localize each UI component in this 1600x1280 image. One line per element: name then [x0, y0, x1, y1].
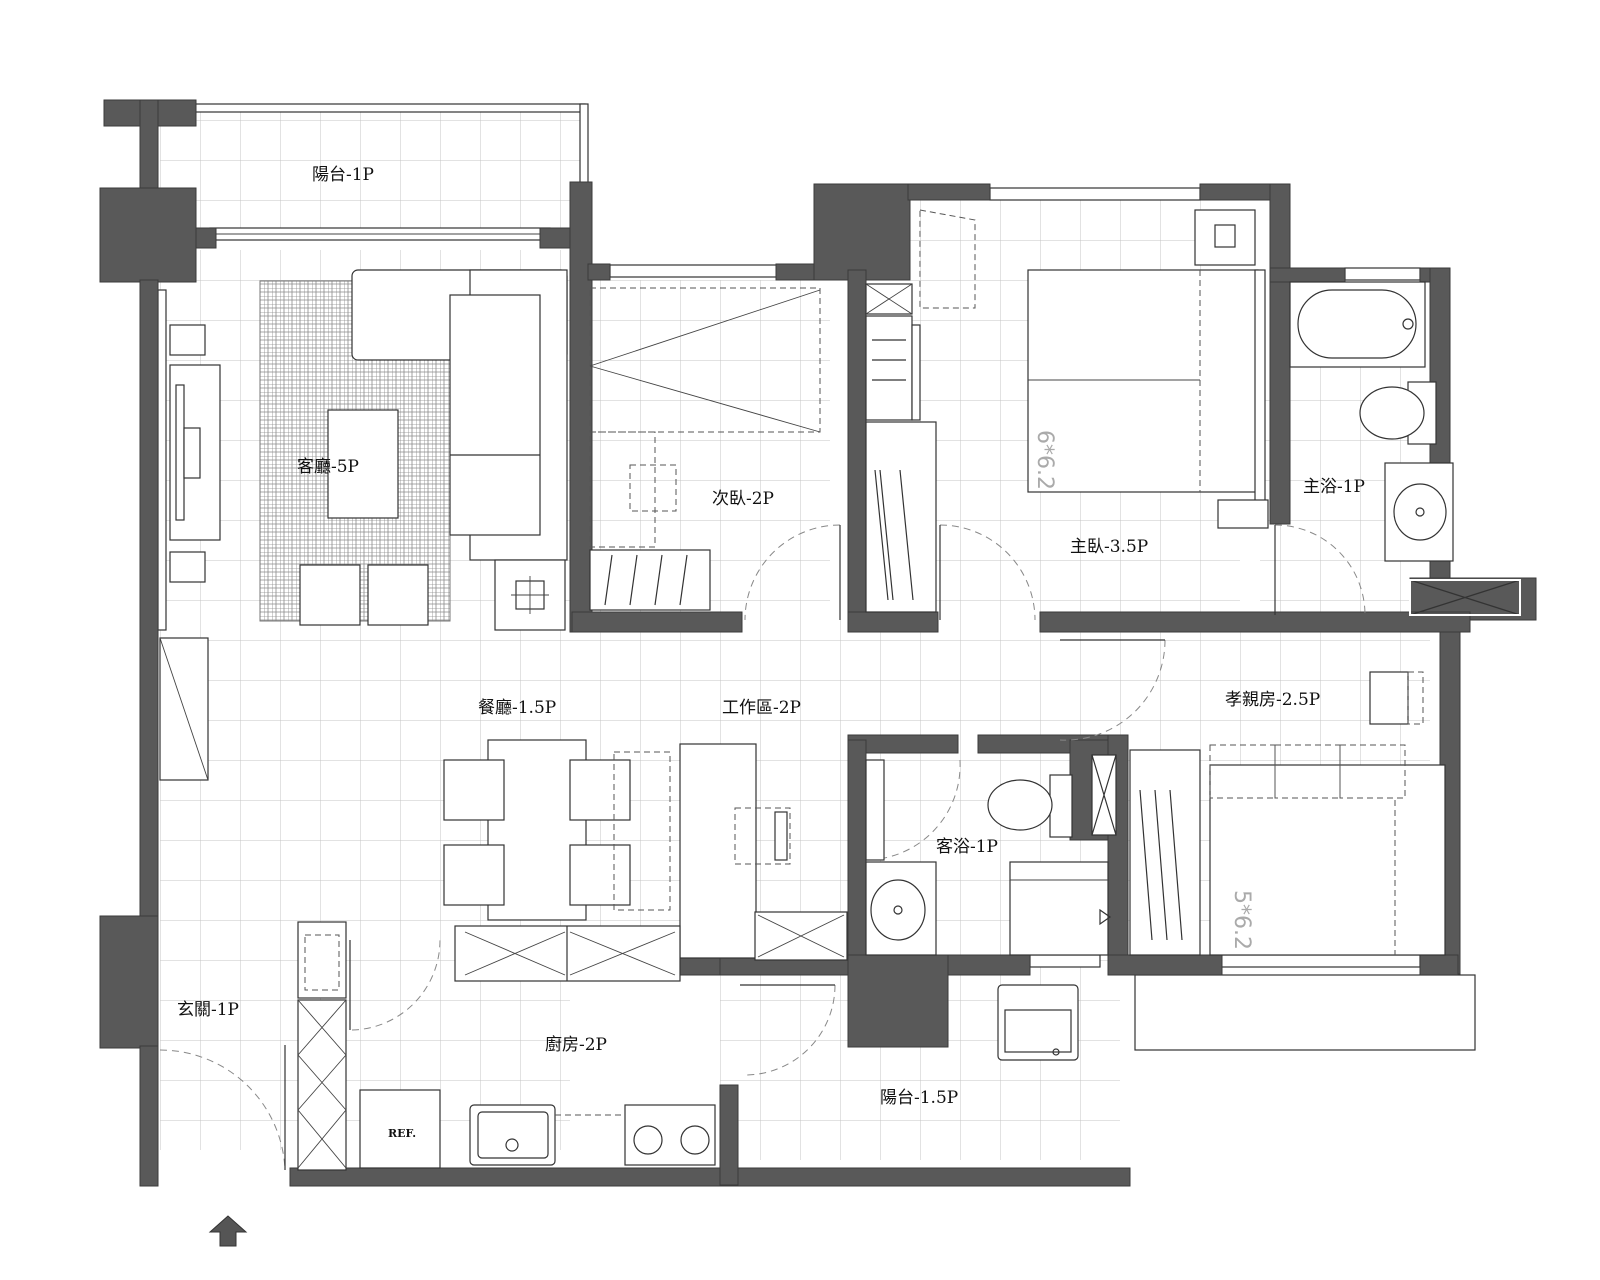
guest-bath-fixtures	[865, 754, 1117, 956]
label-work: 工作區-2P	[722, 698, 801, 718]
label-kitchen: 廚房-2P	[545, 1034, 607, 1055]
label-living: 客廳-5P	[297, 457, 359, 477]
kitchen-fixtures	[297, 911, 848, 1171]
dining-furniture	[443, 739, 791, 959]
bedroom2-furniture	[589, 287, 821, 611]
label-fridge: REF.	[388, 1127, 416, 1140]
label-master-bath: 主浴-1P	[1303, 477, 1365, 497]
entrance-arrow-icon	[208, 1215, 248, 1247]
washer	[997, 984, 1079, 1061]
label-bedroom2: 次臥-2P	[712, 489, 774, 509]
master-bath-fixtures	[1289, 281, 1521, 616]
label-entry: 玄關-1P	[177, 1000, 239, 1020]
label-parents-bed-size: 5*6.2	[1229, 890, 1254, 950]
label-parents: 孝親房-2.5P	[1225, 690, 1320, 710]
doors	[159, 524, 1366, 1171]
label-dining: 餐廳-1.5P	[478, 698, 556, 718]
living-furniture	[159, 269, 568, 781]
label-guest-bath: 客浴-1P	[936, 837, 998, 857]
master-furniture	[1027, 209, 1269, 529]
label-master: 主臥-3.5P	[1070, 537, 1148, 557]
label-balcony-top: 陽台-1P	[312, 165, 374, 185]
label-master-bed-size: 6*6.2	[1032, 430, 1057, 490]
parents-furniture	[1129, 671, 1446, 956]
label-balcony-bottom: 陽台-1.5P	[880, 1088, 958, 1108]
wardrobes	[865, 209, 976, 613]
room-labels: 陽台-1P 客廳-5P 次臥-2P 主臥-3.5P 主浴-1P 餐廳-1.5P …	[177, 165, 1365, 1140]
